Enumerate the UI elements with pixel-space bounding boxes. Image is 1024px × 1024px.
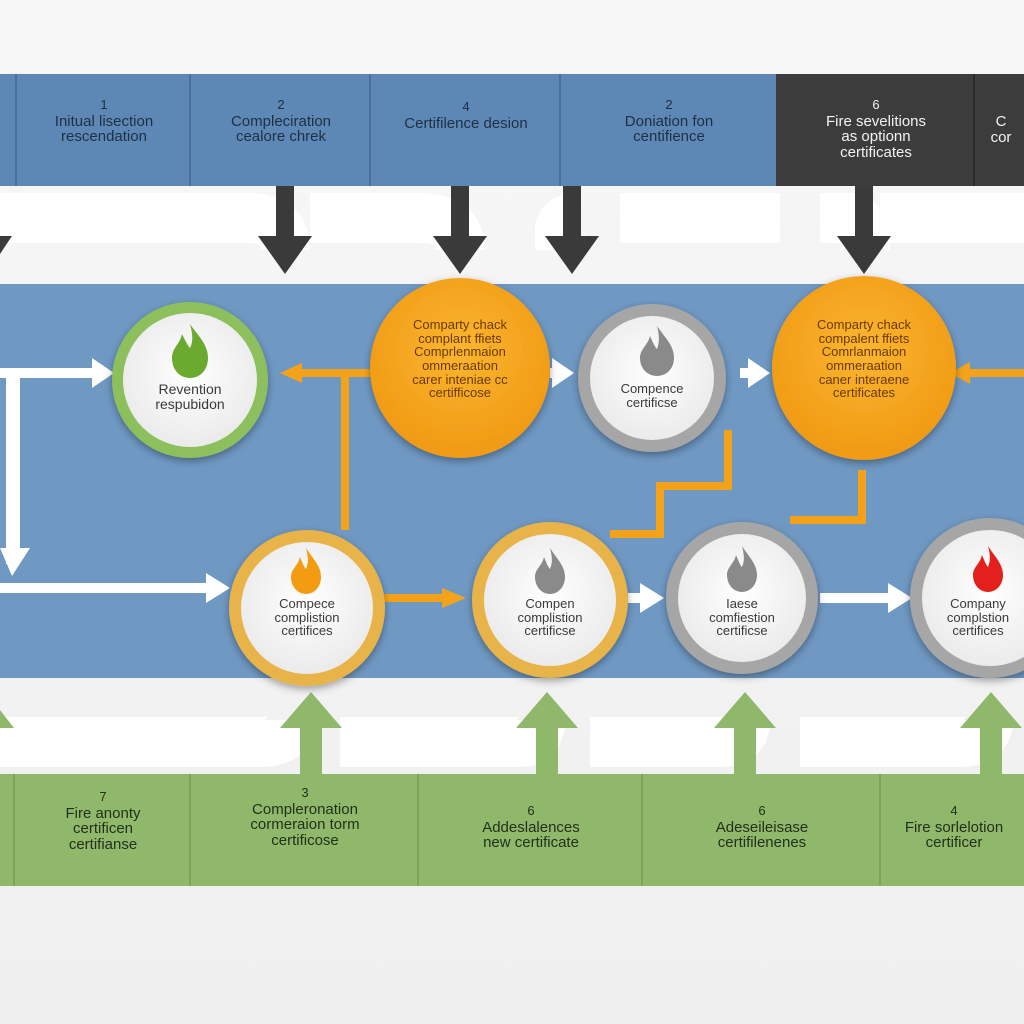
node-face: [241, 542, 373, 674]
arrow-down-icon: [545, 236, 599, 274]
flame-gray-icon: [727, 546, 757, 592]
arrow-up-icon: [516, 692, 578, 728]
flame-gray-icon: [535, 548, 565, 594]
arrow-down-icon: [258, 236, 312, 274]
flame-orange-icon: [291, 548, 321, 594]
node-face: [484, 534, 616, 666]
node-face: [678, 534, 806, 662]
arrow-up-icon: [960, 692, 1022, 728]
flame-red-icon: [973, 546, 1003, 592]
top-band: [0, 74, 1024, 186]
arrow-down-icon: [837, 236, 891, 274]
node-orange: [370, 278, 550, 458]
white-flow-arrows: [0, 358, 912, 613]
arrow-left-icon: [950, 362, 970, 384]
bottom-connectors: [0, 692, 1022, 776]
node-face: [590, 316, 714, 440]
node-face: [123, 313, 257, 447]
arrow-up-icon: [0, 710, 14, 728]
bottom-band: [0, 774, 1024, 886]
top-connectors: [0, 186, 1024, 274]
arrow-up-icon: [714, 692, 776, 728]
arrow-right-icon: [442, 588, 466, 608]
node-orange: [772, 276, 956, 460]
arrow-down-icon: [433, 236, 487, 274]
arrow-up-icon: [280, 692, 342, 728]
flame-green-icon: [172, 324, 208, 378]
orange-flow-lines: [300, 369, 1024, 602]
flame-gray-icon: [640, 326, 674, 376]
arrow-left-icon: [280, 363, 302, 383]
arrow-down-icon: [0, 236, 12, 254]
